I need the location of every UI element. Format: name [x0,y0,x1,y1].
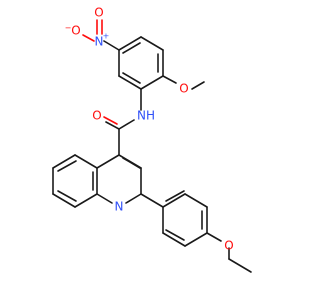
molecule-structure: N + O O − O NH O N O [52,6,252,273]
bond [140,75,164,90]
bond [103,116,118,125]
bond [57,160,77,172]
bond [162,75,177,84]
bond [162,193,186,208]
bond [52,193,76,208]
bond [52,154,76,169]
bond [118,75,142,90]
bond [165,190,185,202]
bond [206,232,222,242]
amide-nh-label: NH [137,109,155,123]
nitro-o-top-label: O [94,6,103,20]
bond [184,193,208,208]
bond [184,232,208,247]
methoxy-o-label: O [179,82,188,96]
bond [74,154,98,169]
nitro-n-label: N [95,35,104,49]
atom-labels: N + O O − O NH O N O [65,6,234,253]
bond [57,190,77,202]
bonds [52,19,252,273]
amide-o-label: O [92,109,101,123]
bond [122,72,141,84]
bond [118,119,135,130]
nitro-o-left-label: O [71,24,80,38]
bond [228,258,252,273]
bond [74,193,98,208]
ethoxy-o-label: O [224,239,233,253]
bond [96,193,113,204]
bond [165,229,185,241]
bond [96,154,120,169]
bond [118,36,142,51]
bond [82,34,95,42]
bond [105,121,120,130]
bond [103,40,120,51]
bond [162,232,186,247]
nitro-n-charge: + [103,32,110,41]
bond [122,157,141,169]
bond [191,81,205,90]
quinoline-n-label: N [115,200,124,214]
bond [140,36,164,51]
bond [122,42,141,54]
bond [125,193,142,204]
nitro-o-left-charge: − [65,24,72,33]
bond [140,193,164,208]
